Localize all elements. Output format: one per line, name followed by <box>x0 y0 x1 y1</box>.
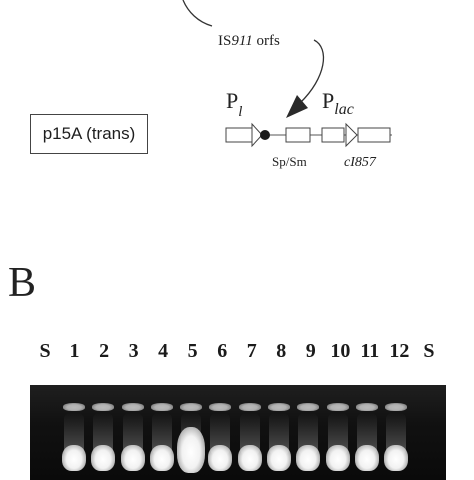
gel-image <box>30 385 446 480</box>
gel-band-upper <box>326 403 349 411</box>
lane-label: 4 <box>158 340 169 362</box>
gel-band-upper <box>209 403 232 411</box>
promoter-left-box <box>225 127 253 143</box>
lane-label: S <box>423 340 435 362</box>
lane-label: 5 <box>187 340 198 362</box>
gel-band-upper <box>297 403 320 411</box>
promoter-left-label: Pl <box>226 88 242 120</box>
lane-label: 10 <box>330 340 351 362</box>
gel-band-main <box>91 445 116 471</box>
gel-smear <box>356 413 377 455</box>
gel-smear <box>93 413 114 455</box>
lane-label: 2 <box>99 340 110 362</box>
promoter-right-arrow <box>345 122 358 148</box>
gel-smear <box>151 413 172 455</box>
gel-band-upper <box>121 403 144 411</box>
gel-band-main <box>61 445 86 471</box>
gel-band-upper <box>150 403 173 411</box>
gel-smear <box>210 413 231 455</box>
orfs-label: IS911 orfs <box>218 33 280 49</box>
gel-smear <box>327 413 348 455</box>
gel-band-upper <box>92 403 115 411</box>
ci857-box <box>357 127 391 143</box>
gel-band-main <box>120 445 145 471</box>
spsm-box <box>285 127 311 143</box>
lane-label: 11 <box>360 340 380 362</box>
gel-band-main <box>296 445 321 471</box>
gel-band-main <box>354 445 379 471</box>
promoter-left-arrow <box>251 122 263 148</box>
gel-band-main <box>384 445 409 471</box>
gel-band-main <box>208 445 233 471</box>
gel-smear <box>298 413 319 455</box>
lane-label: 12 <box>389 340 410 362</box>
gel-band-upper <box>180 403 203 411</box>
lane-label: 1 <box>69 340 80 362</box>
plasmid-label-box: p15A (trans) <box>30 114 148 154</box>
gel-smear <box>239 413 260 455</box>
lane-label: 7 <box>246 340 257 362</box>
top-connector-line <box>182 0 213 27</box>
gel-band-main <box>149 445 174 471</box>
gel-band-upper <box>267 403 290 411</box>
gel-smear <box>122 413 143 455</box>
insertion-arrowhead <box>286 95 308 118</box>
gel-smear <box>63 413 84 455</box>
insertion-site-dot <box>260 130 270 140</box>
promoter-right-label: Plac <box>322 88 354 118</box>
marker-label: Sp/Sm <box>272 154 307 169</box>
lane-label: 8 <box>276 340 287 362</box>
gel-band-main <box>266 445 291 471</box>
gene-label: cI857 <box>344 155 377 170</box>
lane-label: 9 <box>305 340 316 362</box>
gel-band-upper <box>62 403 85 411</box>
lane-label: 6 <box>217 340 228 362</box>
lane-label: 3 <box>128 340 139 362</box>
panel-letter: B <box>8 260 37 306</box>
gel-band-main <box>325 445 350 471</box>
gel-band-main <box>177 427 206 473</box>
gel-band-upper <box>355 403 378 411</box>
gel-band-upper <box>238 403 261 411</box>
gel-band-main <box>237 445 262 471</box>
gel-smear <box>386 413 407 455</box>
insertion-arrow-line <box>299 39 325 104</box>
gel-band-upper <box>385 403 408 411</box>
gel-smear <box>268 413 289 455</box>
spacer-box <box>321 127 345 143</box>
lane-label: S <box>39 340 51 362</box>
